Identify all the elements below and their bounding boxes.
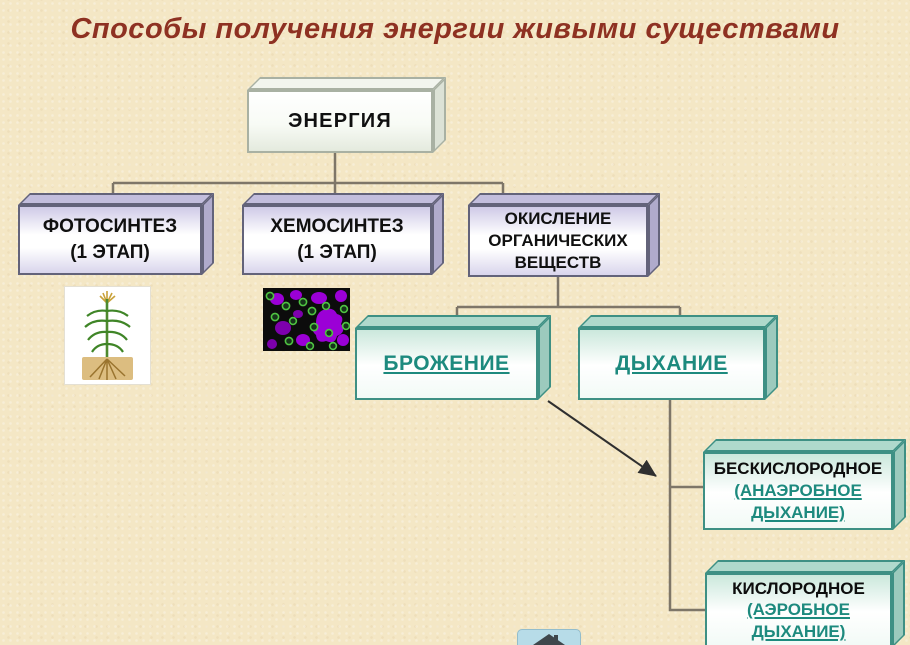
chemosynthesis-label-line1: ХЕМОСИНТЕЗ [270,216,404,238]
energy-box: ЭНЕРГИЯ [247,77,446,153]
chemosynthesis-image [263,288,351,351]
box-top-face [247,77,446,90]
chemosynthesis-box: ХЕМОСИНТЕЗ (1 ЭТАП) [242,193,444,275]
box-top-face [703,439,906,452]
home-button[interactable] [517,629,581,645]
oxidation-label-line1: ОКИСЛЕНИЕ [504,208,612,228]
anaerobic-link-line2[interactable]: ДЫХАНИЕ) [751,502,845,522]
oxidation-label-line3: ВЕЩЕСТВ [514,253,602,273]
photosynthesis-box: ФОТОСИНТЕЗ (1 ЭТАП) [18,193,214,275]
photosynthesis-label-line1: ФОТОСИНТЕЗ [42,216,178,238]
photosynthesis-image [65,287,150,384]
aerobic-box: КИСЛОРОДНОЕ (АЭРОБНОЕ ДЫХАНИЕ) [705,560,905,645]
page-title: Способы получения энергии живыми существ… [70,13,840,45]
box-side-face [432,193,444,275]
fermentation-link[interactable]: БРОЖЕНИЕ [383,352,510,375]
photosynthesis-label-line2: (1 ЭТАП) [70,242,150,263]
box-front-face: ОКИСЛЕНИЕ ОРГАНИЧЕСКИХ ВЕЩЕСТВ [468,205,648,277]
box-front-face: ХЕМОСИНТЕЗ (1 ЭТАП) [242,205,432,275]
oxidation-box: ОКИСЛЕНИЕ ОРГАНИЧЕСКИХ ВЕЩЕСТВ [468,193,660,277]
fermentation-box: БРОЖЕНИЕ [355,315,551,400]
box-side-face [538,315,551,400]
box-top-face [242,193,444,205]
anaerobic-title: БЕСКИСЛОРОДНОЕ [713,459,883,479]
aerobic-link-line2[interactable]: ДЫХАНИЕ) [751,622,846,642]
aerobic-link-line1[interactable]: (АЭРОБНОЕ [746,600,850,620]
aerobic-title: КИСЛОРОДНОЕ [732,578,865,598]
box-top-face [355,315,551,328]
box-front-face: БРОЖЕНИЕ [355,328,538,400]
box-front-face: ФОТОСИНТЕЗ (1 ЭТАП) [18,205,202,275]
box-side-face [765,315,778,400]
oxidation-label-line2: ОРГАНИЧЕСКИХ [488,230,628,250]
box-side-face [893,439,906,530]
box-side-face [892,560,905,645]
box-top-face [578,315,778,328]
box-front-face: БЕСКИСЛОРОДНОЕ (АНАЭРОБНОЕ ДЫХАНИЕ) [703,452,893,530]
box-front-face: ДЫХАНИЕ [578,328,765,400]
arrow-fermentation-to-anaerobic [547,400,657,477]
respiration-box: ДЫХАНИЕ [578,315,778,400]
box-top-face [468,193,660,205]
box-side-face [202,193,214,275]
box-top-face [18,193,214,205]
microorganisms-micrograph-icon [263,288,351,351]
box-side-face [433,77,446,153]
chemosynthesis-label-line2: (1 ЭТАП) [297,242,377,263]
anaerobic-link-line1[interactable]: (АНАЭРОБНОЕ [734,480,862,500]
respiration-link[interactable]: ДЫХАНИЕ [615,352,728,375]
home-icon [533,634,565,645]
energy-label: ЭНЕРГИЯ [288,110,392,132]
box-front-face: ЭНЕРГИЯ [247,90,433,153]
connector-oxidation-to-children [455,277,682,330]
box-top-face [705,560,905,573]
anaerobic-box: БЕСКИСЛОРОДНОЕ (АНАЭРОБНОЕ ДЫХАНИЕ) [703,439,906,530]
box-front-face: КИСЛОРОДНОЕ (АЭРОБНОЕ ДЫХАНИЕ) [705,573,892,645]
box-side-face [648,193,660,277]
plant-illustration-icon [82,291,133,380]
connector-respiration-to-children [668,400,706,612]
